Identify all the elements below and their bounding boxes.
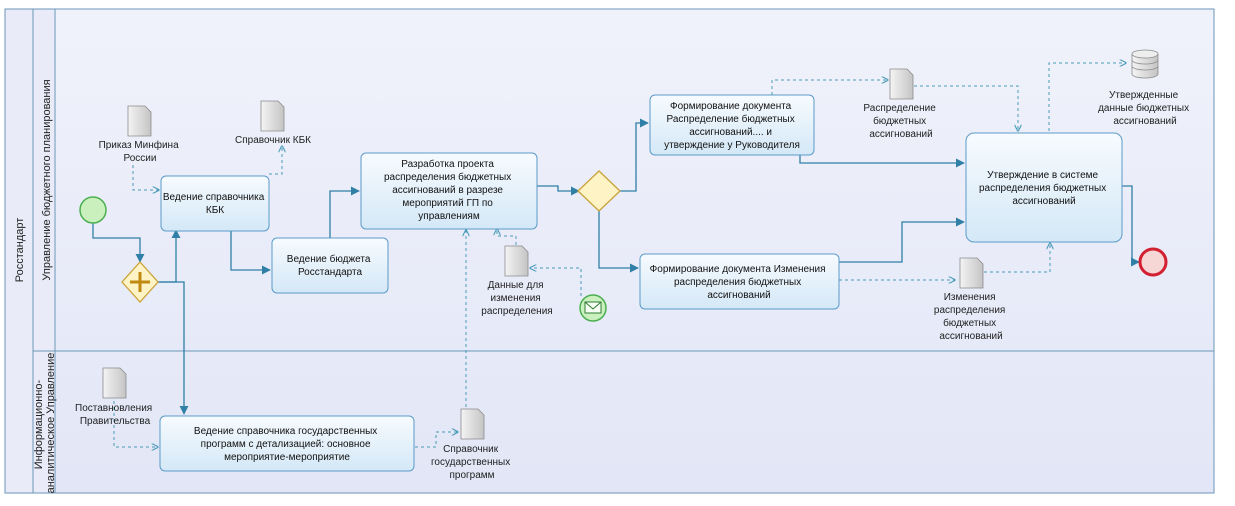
document-icon (504, 245, 529, 277)
flow-gateway-to-doc2 (598, 211, 639, 273)
parallel-gateway[interactable] (121, 261, 159, 303)
svg-text:Распределение бюджетных: Распределение бюджетных ассигнований (863, 103, 938, 140)
task-doc2[interactable]: Формирование документа Изменения распред… (639, 253, 840, 310)
document-icon (889, 68, 914, 100)
assoc-doc1-distr (771, 80, 888, 95)
svg-text:Приказ Минфина России: Приказ Минфина России (99, 139, 182, 164)
document-gov[interactable]: Поставновления Правительства (75, 367, 155, 427)
svg-text:Изменения распределения: Изменения распределения бюджетных ассигн… (934, 292, 1008, 342)
document-distribution[interactable]: Распределение бюджетных ассигнований (863, 68, 938, 140)
task-kbk[interactable]: Ведение справочника КБК (160, 175, 270, 232)
exclusive-gateway[interactable] (577, 170, 621, 212)
document-icon (959, 257, 984, 289)
end-event[interactable] (1138, 247, 1168, 277)
document-changes2[interactable]: Изменения распределения бюджетных ассигн… (934, 257, 1008, 342)
svg-text:Справочник КБК: Справочник КБК (235, 135, 311, 146)
sequence-flows (92, 118, 1140, 415)
document-minfin[interactable]: Приказ Минфина России (99, 105, 182, 164)
document-changes[interactable]: Данные для изменения распределения (481, 245, 553, 317)
flow-draft-to-gateway (537, 185, 580, 196)
document-icon (102, 367, 127, 399)
pool-header (4, 8, 34, 494)
task-approve[interactable]: Утверждение в системе распределения бюдж… (965, 132, 1123, 243)
start-event[interactable] (79, 196, 107, 224)
task-draft[interactable]: Разработка проекта распределения бюджетн… (360, 152, 538, 230)
assoc-changes-draft (497, 229, 517, 245)
pool-frame (4, 8, 1215, 494)
associations (113, 63, 1126, 447)
svg-text:Формирование документа Изменен: Формирование документа Изменения распред… (650, 264, 829, 301)
assoc-kbk-ref (269, 146, 282, 175)
task-doc1[interactable]: Формирование документа Распределение бюд… (649, 94, 815, 156)
lane-label-2: Информационно- аналитическое Управление (33, 353, 57, 494)
assoc-minfin-kbk (132, 165, 159, 190)
assoc-distr-approve (914, 85, 1018, 131)
flow-budget-to-draft (329, 186, 360, 238)
datastore-approved[interactable]: Утвержденные данные бюджетных ассигнован… (1098, 49, 1192, 127)
document-icon (460, 408, 485, 440)
document-gp-ref[interactable]: Справочник государственных программ (431, 408, 513, 481)
envelope-icon (584, 301, 602, 314)
document-icon (127, 105, 152, 137)
task-gp[interactable]: Ведение справочника государственных прог… (159, 415, 415, 472)
flow-start-to-fork (92, 222, 145, 263)
svg-text:Поставновления Правитель: Поставновления Правительства (75, 403, 155, 427)
svg-text:Разработка проекта распр: Разработка проекта распределения бюджетн… (384, 158, 514, 222)
database-icon (1131, 49, 1159, 79)
task-budget[interactable]: Ведение бюджета Росстандарта (271, 237, 389, 294)
svg-text:Утвержденные данные бюдж: Утвержденные данные бюджетных ассигнован… (1098, 90, 1192, 127)
assoc-msg-changes (530, 268, 582, 296)
flow-doc1-to-approve (799, 155, 965, 168)
flow-gateway-to-doc1 (620, 118, 649, 192)
document-icon (260, 100, 285, 132)
plus-icon (130, 272, 150, 292)
assoc-changes2-approve (984, 243, 1050, 273)
svg-text:Данные для изменения: Данные для изменения распределения (481, 280, 552, 317)
flow-kbk-to-budget (230, 231, 271, 275)
svg-text:Справочник государственн: Справочник государственных программ (431, 444, 513, 481)
flow-approve-to-end (1122, 185, 1140, 267)
svg-text:Ведение справочника КБК: Ведение справочника КБК (163, 192, 267, 216)
svg-text:Формирование документа Р: Формирование документа Распределение бюд… (664, 101, 800, 151)
svg-text:Ведение справочника государств: Ведение справочника государственных прог… (194, 426, 380, 463)
svg-text:Утверждение в системе ра: Утверждение в системе распределения бюдж… (979, 170, 1109, 207)
assoc-approve-store (1048, 63, 1126, 131)
lane-label-1: Управление бюджетного планирования (41, 79, 53, 280)
message-event[interactable] (579, 294, 607, 322)
svg-text:Ведение бюджета Росстанд: Ведение бюджета Росстандарта (287, 253, 373, 278)
document-kbk-ref[interactable]: Справочник КБК (235, 100, 311, 146)
pool-label: Росстандарт (14, 218, 26, 283)
flow-fork-to-gp (158, 281, 189, 415)
flow-doc2-to-approve (839, 217, 965, 263)
